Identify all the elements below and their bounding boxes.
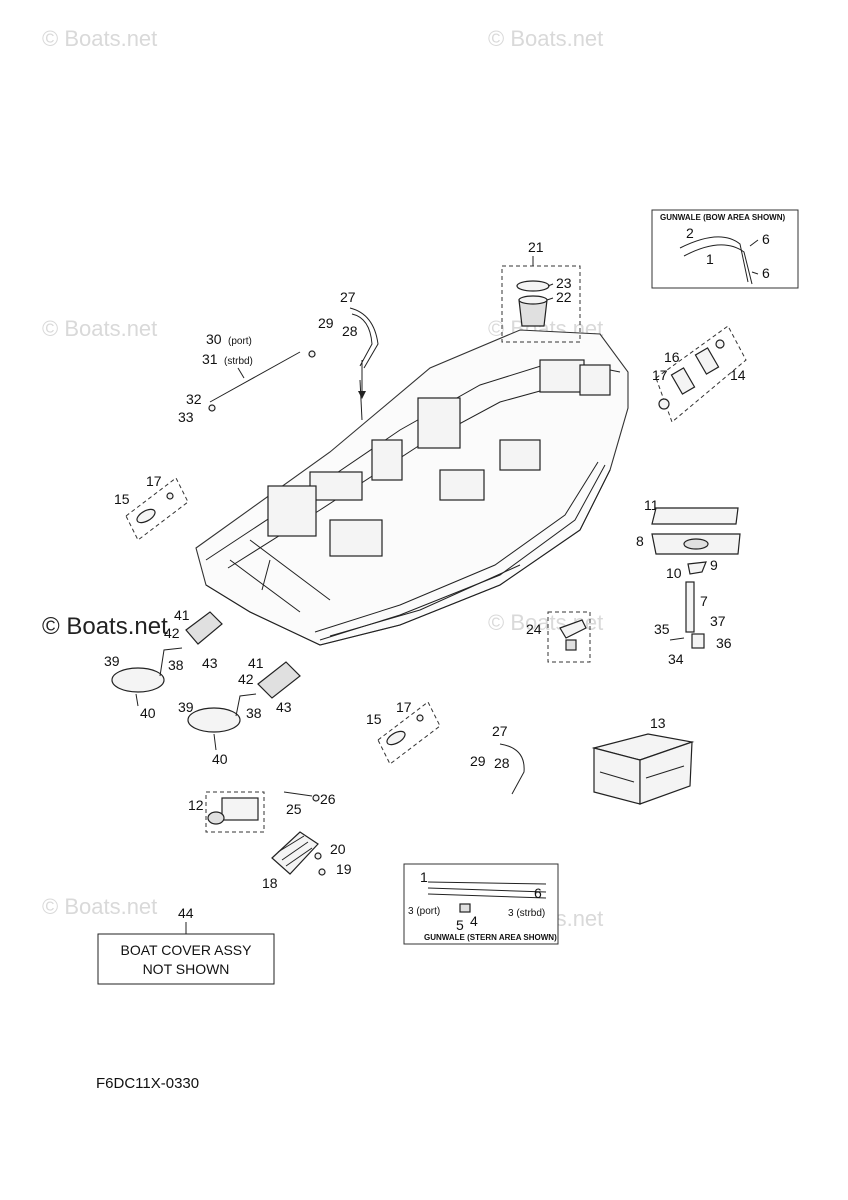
- label-43: 43: [202, 655, 218, 671]
- label-6: 6: [762, 231, 770, 247]
- label-5: 5: [456, 917, 464, 933]
- label-12: 12: [188, 797, 204, 813]
- label-40: 40: [140, 705, 156, 721]
- label-2: 2: [686, 225, 694, 241]
- diagram-code: F6DC11X-0330: [96, 1075, 199, 1092]
- label-18: 18: [262, 875, 278, 891]
- bracket-left-bottom: 15 17: [366, 699, 441, 765]
- label-4: 4: [470, 913, 478, 929]
- label-31-sub: (strbd): [224, 356, 253, 367]
- bracket-right: 16 17 14: [652, 325, 747, 423]
- label-17: 17: [396, 699, 412, 715]
- label-25: 25: [286, 801, 302, 817]
- label-7: 7: [700, 593, 708, 609]
- label-30-sub: (port): [228, 336, 252, 347]
- label-17: 17: [146, 473, 162, 489]
- label-22: 22: [556, 289, 572, 305]
- label-42: 42: [238, 671, 254, 687]
- label-3-port: 3 (port): [408, 906, 440, 917]
- label-17: 17: [652, 367, 668, 383]
- label-16: 16: [664, 349, 680, 365]
- label-19: 19: [336, 861, 352, 877]
- label-43: 43: [276, 699, 292, 715]
- gunwale-stern-inset: 1 6 3 (port) 3 (strbd) 4 5 GUNWALE (STER…: [403, 863, 559, 945]
- table-group: 11 8 10 9 7 35 37 36 34: [636, 497, 741, 667]
- panel-12: 12: [188, 791, 265, 833]
- label-9: 9: [710, 557, 718, 573]
- label-11: 11: [644, 497, 659, 513]
- watermark-dark: © Boats.net: [42, 613, 168, 640]
- boat-cover-line1: BOAT COVER ASSY: [121, 942, 253, 958]
- label-36: 36: [716, 635, 732, 651]
- boat-cover-note: 44 BOAT COVER ASSY NOT SHOWN: [97, 905, 275, 985]
- gunwale-stern-title: GUNWALE (STERN AREA SHOWN): [424, 933, 557, 942]
- grab-handle-lower: 27 29 28: [470, 723, 525, 795]
- label-29: 29: [318, 315, 334, 331]
- label-33: 33: [178, 409, 194, 425]
- label-24: 24: [526, 621, 542, 637]
- rail-group: 30 (port) 31 (strbd) 32 33: [178, 331, 316, 425]
- label-34: 34: [668, 651, 684, 667]
- label-8: 8: [636, 533, 644, 549]
- label-1: 1: [706, 251, 714, 267]
- label-30: 30: [206, 331, 222, 347]
- seat-assembly-upper: 41 42 43 38 39 40: [104, 607, 223, 721]
- label-23: 23: [556, 275, 572, 291]
- gunwale-bow-title: GUNWALE (BOW AREA SHOWN): [660, 213, 786, 222]
- label-10: 10: [666, 565, 682, 581]
- cleat-group: 24: [526, 611, 591, 663]
- label-27: 27: [340, 289, 356, 305]
- boat-cover-line2: NOT SHOWN: [143, 961, 230, 977]
- watermark: © Boats.net: [42, 316, 157, 341]
- label-37: 37: [710, 613, 726, 629]
- label-35: 35: [654, 621, 670, 637]
- watermark: © Boats.net: [42, 894, 157, 919]
- label-27: 27: [492, 723, 508, 739]
- label-28: 28: [494, 755, 510, 771]
- label-20: 20: [330, 841, 346, 857]
- ladder-group: 18 20 19: [262, 831, 352, 891]
- label-39: 39: [178, 699, 194, 715]
- label-40: 40: [212, 751, 228, 767]
- gunwale-bow-inset: GUNWALE (BOW AREA SHOWN) 2 1 6 6: [651, 209, 799, 289]
- label-41: 41: [174, 607, 190, 623]
- watermark: © Boats.net: [488, 26, 603, 51]
- grab-handle-top: 27 29 28: [318, 289, 379, 369]
- label-13: 13: [650, 715, 666, 731]
- label-15: 15: [114, 491, 130, 507]
- label-38: 38: [168, 657, 184, 673]
- label-29: 29: [470, 753, 486, 769]
- label-42: 42: [164, 625, 180, 641]
- label-26: 26: [320, 791, 336, 807]
- bracket-left-top: 15 17: [114, 473, 189, 541]
- label-1: 1: [420, 869, 428, 885]
- cooler-group: 13: [591, 715, 695, 805]
- watermarks: © Boats.net © Boats.net © Boats.net © Bo…: [42, 26, 603, 931]
- latch-group: 25 26: [283, 791, 336, 817]
- watermark: © Boats.net: [488, 610, 603, 635]
- label-39: 39: [104, 653, 120, 669]
- label-6: 6: [534, 885, 542, 901]
- label-15: 15: [366, 711, 382, 727]
- label-31: 31: [202, 351, 218, 367]
- label-14: 14: [730, 367, 746, 383]
- boat-hull: [195, 329, 629, 646]
- cup-holder-group: 21 23 22: [501, 239, 581, 343]
- label-41: 41: [248, 655, 264, 671]
- watermark: © Boats.net: [42, 26, 157, 51]
- label-21: 21: [528, 239, 544, 255]
- seat-assembly-lower: 41 42 43 38 39 40: [178, 655, 301, 767]
- label-6: 6: [762, 265, 770, 281]
- label-32: 32: [186, 391, 202, 407]
- label-28: 28: [342, 323, 358, 339]
- label-38: 38: [246, 705, 262, 721]
- label-3-strbd: 3 (strbd): [508, 908, 545, 919]
- label-44: 44: [178, 905, 194, 921]
